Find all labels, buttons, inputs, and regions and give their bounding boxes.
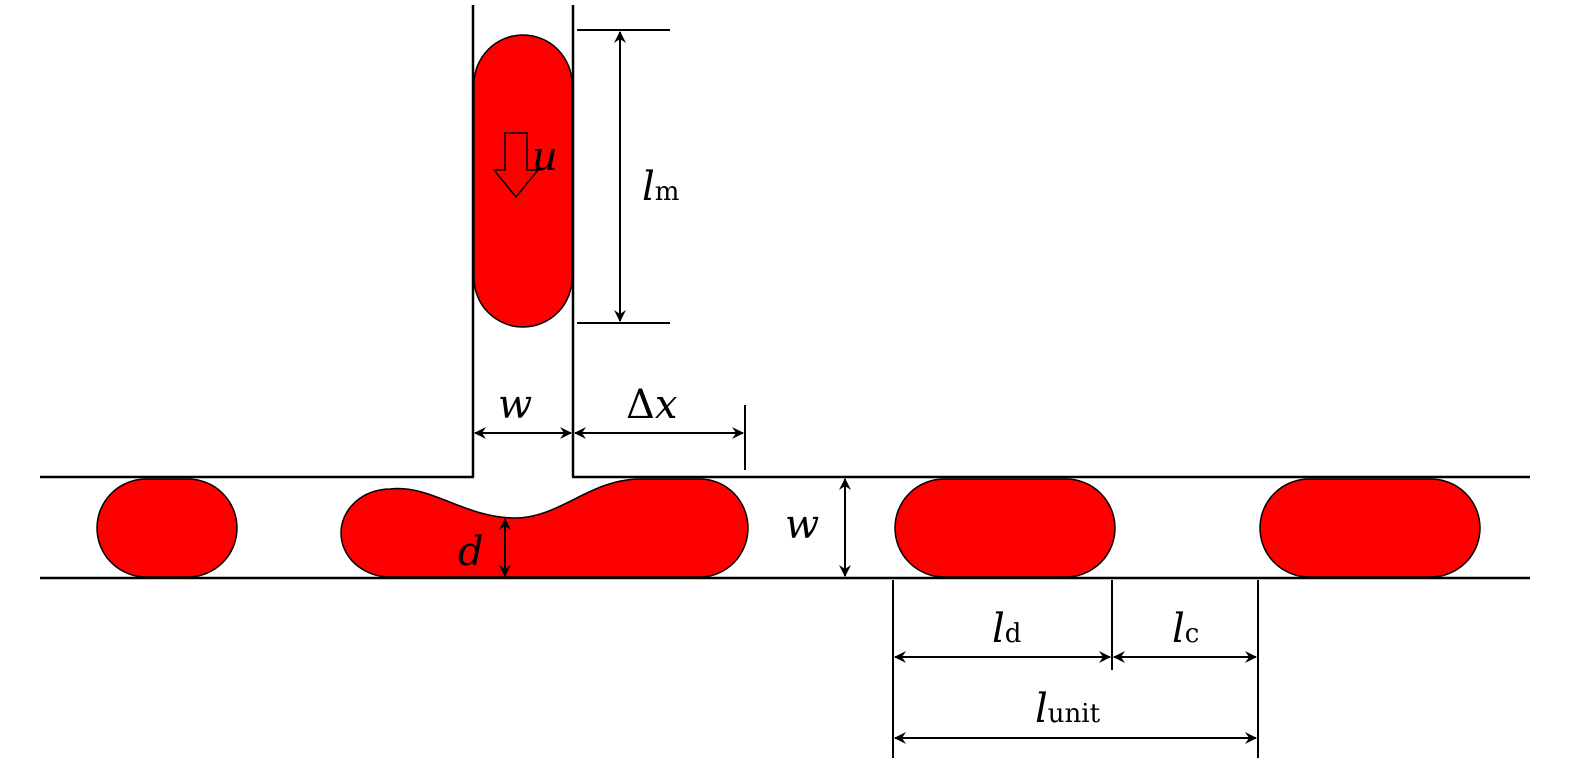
neck-label: d — [458, 529, 484, 575]
droplet-1 — [96, 478, 238, 578]
lc-label: lc — [1172, 606, 1199, 652]
flow-direction-arrow-icon — [492, 132, 540, 199]
delta-x-label: Δx — [626, 382, 677, 428]
forming-droplet — [340, 478, 749, 578]
ld-label: ld — [992, 606, 1021, 652]
inlet-droplet — [473, 34, 573, 328]
main-width-label: w — [785, 502, 819, 548]
lunit-label: lunit — [1035, 686, 1101, 732]
lm-label: lm — [642, 164, 679, 210]
velocity-label: u — [532, 134, 558, 180]
droplet-4 — [1259, 478, 1481, 578]
inlet-width-label: w — [498, 382, 532, 428]
droplet-3 — [894, 478, 1116, 578]
channel-walls — [40, 5, 1530, 580]
